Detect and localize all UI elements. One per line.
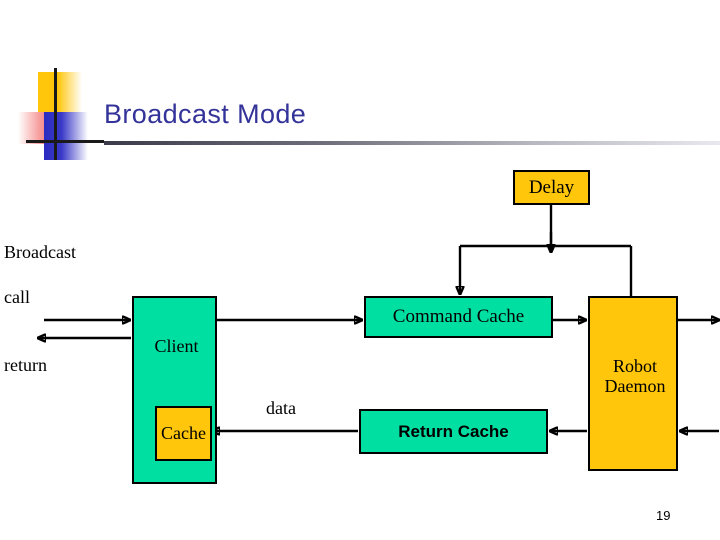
node-client-label: Client: [154, 336, 199, 356]
node-command-cache[interactable]: Command Cache: [364, 296, 553, 338]
node-command-cache-label: Command Cache: [392, 306, 525, 328]
label-call: call: [4, 287, 30, 307]
node-delay[interactable]: Delay: [513, 170, 590, 205]
node-robot-daemon[interactable]: Robot Daemon: [588, 296, 678, 471]
horizontal-bar-icon: [26, 140, 104, 143]
node-client-cache[interactable]: Cache: [155, 406, 212, 461]
title-decoration-graphic: [18, 68, 104, 160]
page-number: 19: [656, 508, 671, 523]
node-return-cache[interactable]: Return Cache: [359, 409, 548, 454]
node-delay-label: Delay: [528, 176, 575, 198]
label-broadcast: Broadcast: [4, 242, 76, 262]
label-data: data: [266, 398, 296, 418]
yellow-square-icon: [38, 72, 82, 118]
label-return: return: [4, 355, 47, 375]
page-title: Broadcast Mode: [104, 99, 307, 129]
vertical-bar-icon: [54, 68, 57, 160]
node-robot-daemon-line1: Robot: [612, 356, 657, 376]
node-return-cache-label: Return Cache: [398, 421, 509, 441]
node-client[interactable]: Client Cache: [132, 296, 217, 484]
node-client-cache-label: Cache: [161, 423, 206, 444]
node-robot-daemon-line2: Daemon: [604, 376, 666, 397]
blue-square-icon: [44, 112, 88, 160]
title-divider: [104, 141, 720, 145]
node-robot-daemon-label: Robot Daemon: [590, 356, 680, 396]
